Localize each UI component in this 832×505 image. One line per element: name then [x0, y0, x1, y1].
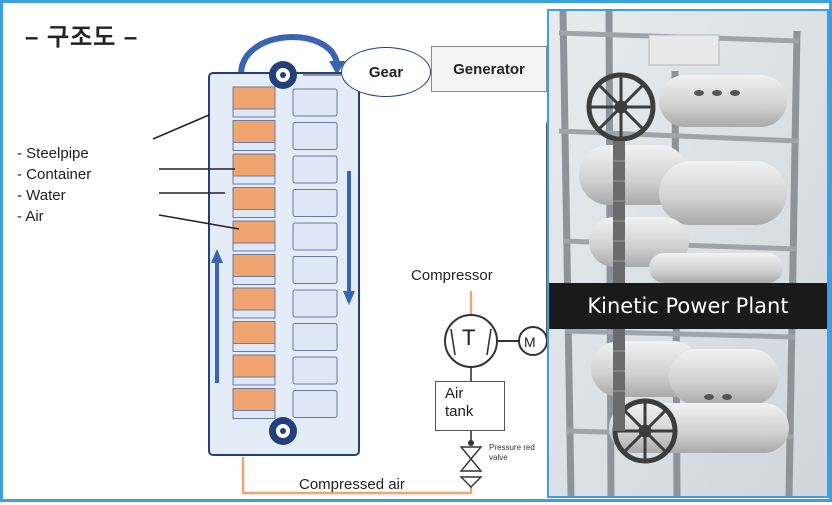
- water-container: [232, 388, 276, 419]
- compressor-symbol: T: [462, 325, 476, 350]
- gear-wheel-top: [586, 72, 656, 142]
- motor-symbol: M: [524, 334, 536, 350]
- pressure-valve-label-line2: valve: [489, 453, 508, 462]
- pressure-valve-label-line1: Pressure red: [489, 443, 535, 452]
- kinetic-power-plant-render: Kinetic Power Plant: [547, 9, 829, 498]
- air-container: [292, 189, 338, 217]
- air-tank-label-line2: tank: [445, 403, 474, 420]
- top-circulation-arrow: [238, 34, 340, 74]
- pressure-valve-top: [459, 446, 483, 461]
- steelpipe-leader: [152, 114, 210, 140]
- component-legend: - Steelpipe - Container - Water - Air: [17, 143, 91, 227]
- legend-steelpipe: - Steelpipe: [17, 145, 89, 162]
- water-container: [232, 187, 276, 218]
- generator-label: Generator: [453, 60, 525, 78]
- air-container: [292, 323, 338, 351]
- legend-water: - Water: [17, 187, 66, 204]
- gear-label-bubble: Gear: [341, 47, 431, 97]
- air-container: [292, 222, 338, 251]
- structure-diagram: [152, 34, 554, 495]
- diagram-title: – 구조도 –: [25, 24, 139, 51]
- legend-air: - Air: [17, 208, 44, 225]
- air-container: [292, 122, 338, 150]
- pressure-valve-bottom: [459, 457, 483, 472]
- top-circulation-arrowhead: [329, 61, 345, 75]
- photo-caption: Kinetic Power Plant: [549, 283, 827, 329]
- air-container-column: [292, 88, 338, 418]
- air-tank-label-line1: Air: [445, 385, 464, 402]
- compressor-label: Compressor: [411, 267, 493, 284]
- water-container: [232, 120, 276, 151]
- water-container: [232, 287, 276, 319]
- air-container: [292, 88, 338, 117]
- gear-label: Gear: [368, 63, 404, 81]
- water-container: [232, 220, 276, 252]
- generator-box: Generator: [431, 46, 547, 92]
- water-container: [232, 86, 276, 118]
- water-container: [232, 153, 276, 185]
- water-container: [232, 354, 276, 386]
- water-container: [232, 254, 276, 285]
- air-container: [292, 390, 338, 418]
- pressure-valve-label: Pressure red valve: [489, 443, 535, 463]
- legend-container: - Container: [17, 166, 92, 183]
- air-container: [292, 356, 338, 385]
- tower-render-image: [549, 11, 827, 496]
- air-container: [292, 289, 338, 318]
- water-container: [232, 321, 276, 352]
- air-container: [292, 155, 338, 184]
- air-tank-box: Air tank: [435, 381, 505, 431]
- compressed-air-label: Compressed air: [299, 476, 405, 493]
- water-container-column: [232, 86, 276, 419]
- air-container: [292, 256, 338, 284]
- air-leader: [158, 214, 240, 230]
